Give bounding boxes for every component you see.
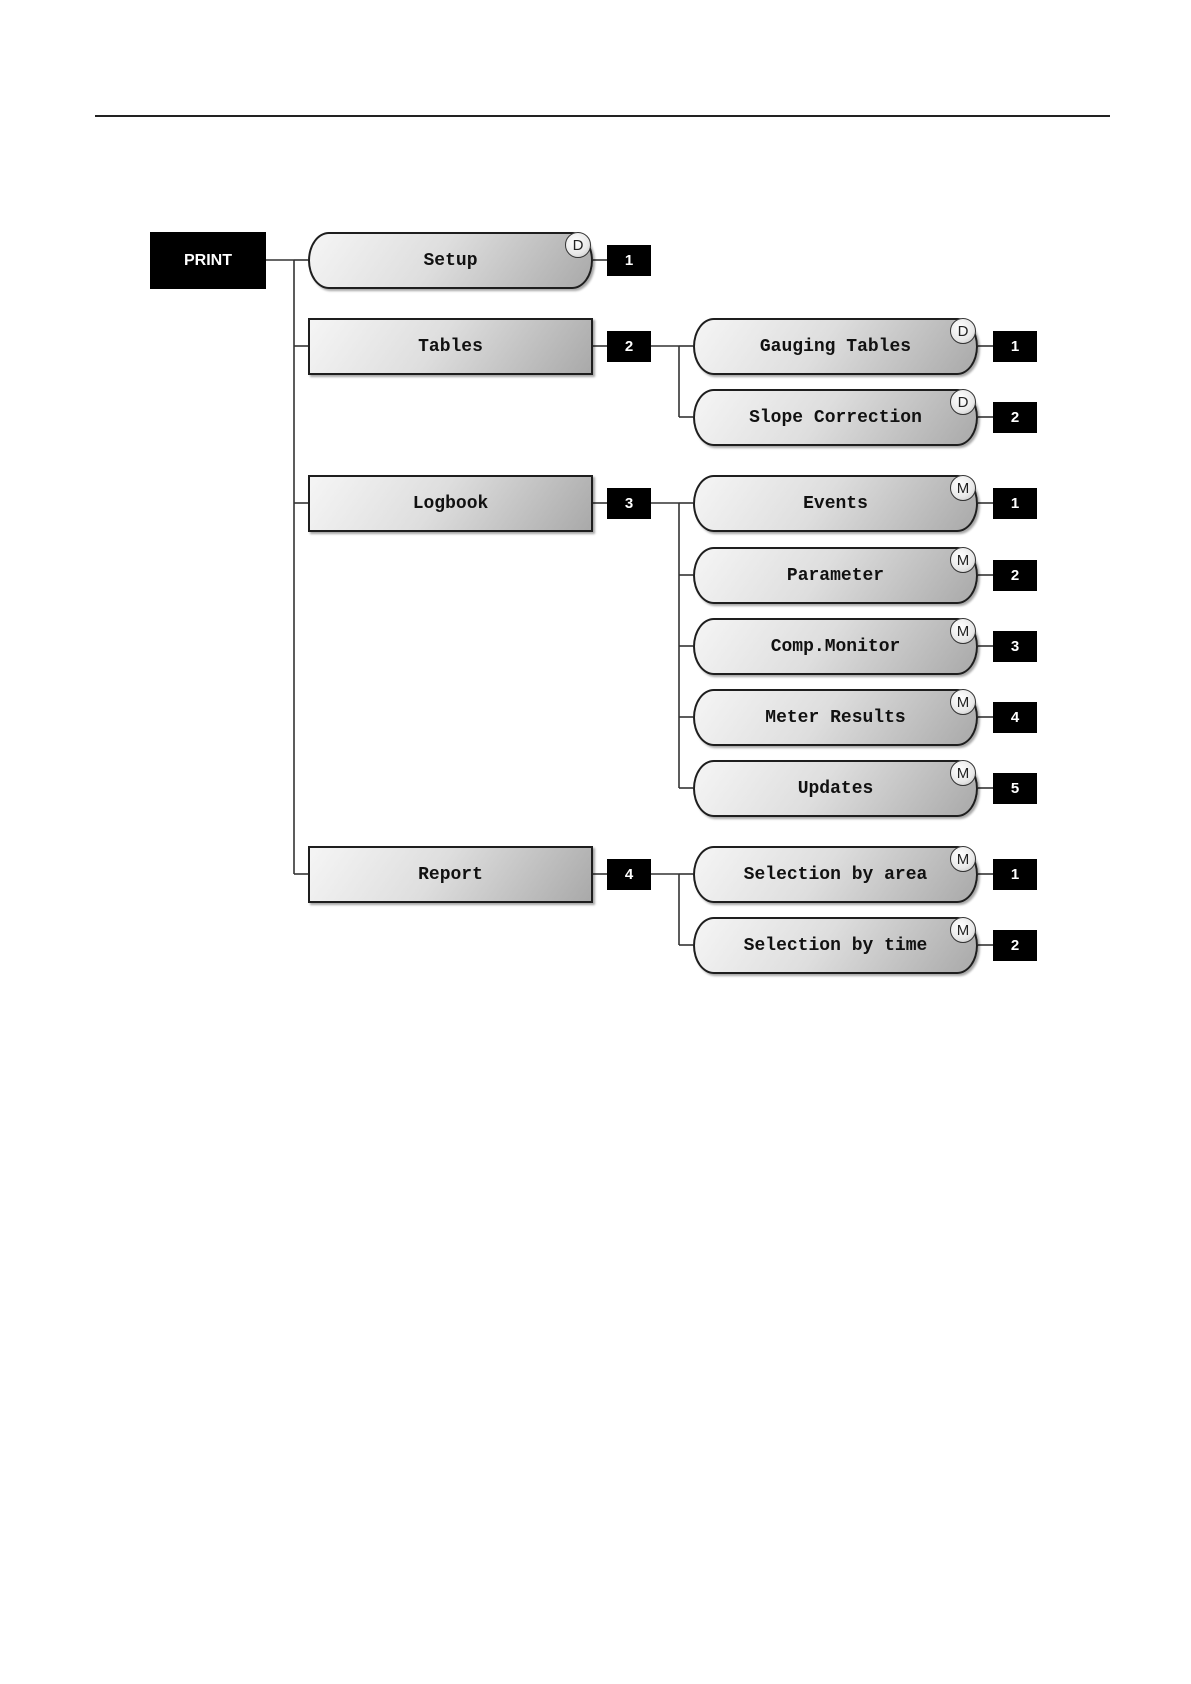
number-selection-by-time: 2 xyxy=(993,930,1037,961)
node-label: Slope Correction xyxy=(749,408,922,428)
node-label: Report xyxy=(418,865,483,885)
number-events: 1 xyxy=(993,488,1037,519)
node-events[interactable]: Events xyxy=(693,475,978,532)
node-selection-by-time[interactable]: Selection by time xyxy=(693,917,978,974)
node-parameter[interactable]: Parameter xyxy=(693,547,978,604)
badge-d-icon: D xyxy=(565,232,591,258)
badge-m-icon: M xyxy=(950,846,976,872)
node-setup[interactable]: Setup xyxy=(308,232,593,289)
node-meter-results[interactable]: Meter Results xyxy=(693,689,978,746)
node-label: Meter Results xyxy=(765,708,905,728)
node-selection-by-area[interactable]: Selection by area xyxy=(693,846,978,903)
node-slope-correction[interactable]: Slope Correction xyxy=(693,389,978,446)
node-label: Updates xyxy=(798,779,874,799)
number-comp-monitor: 3 xyxy=(993,631,1037,662)
badge-m-icon: M xyxy=(950,689,976,715)
number-tables: 2 xyxy=(607,331,651,362)
root-print: PRINT xyxy=(150,232,266,289)
number-setup: 1 xyxy=(607,245,651,276)
badge-m-icon: M xyxy=(950,475,976,501)
node-label: Comp.Monitor xyxy=(771,637,901,657)
badge-m-icon: M xyxy=(950,760,976,786)
node-logbook[interactable]: Logbook xyxy=(308,475,593,532)
node-label: Logbook xyxy=(413,494,489,514)
number-meter-results: 4 xyxy=(993,702,1037,733)
node-label: Tables xyxy=(418,337,483,357)
badge-d-icon: D xyxy=(950,318,976,344)
number-selection-by-area: 1 xyxy=(993,859,1037,890)
badge-d-icon: D xyxy=(950,389,976,415)
node-label: Setup xyxy=(423,251,477,271)
node-label: Selection by time xyxy=(744,936,928,956)
number-slope-correction: 2 xyxy=(993,402,1037,433)
number-logbook: 3 xyxy=(607,488,651,519)
node-label: Gauging Tables xyxy=(760,337,911,357)
node-label: Events xyxy=(803,494,868,514)
badge-m-icon: M xyxy=(950,917,976,943)
node-tables[interactable]: Tables xyxy=(308,318,593,375)
node-gauging-tables[interactable]: Gauging Tables xyxy=(693,318,978,375)
root-label: PRINT xyxy=(184,252,232,270)
number-gauging-tables: 1 xyxy=(993,331,1037,362)
number-parameter: 2 xyxy=(993,560,1037,591)
node-label: Selection by area xyxy=(744,865,928,885)
badge-m-icon: M xyxy=(950,547,976,573)
number-report: 4 xyxy=(607,859,651,890)
node-updates[interactable]: Updates xyxy=(693,760,978,817)
number-updates: 5 xyxy=(993,773,1037,804)
node-report[interactable]: Report xyxy=(308,846,593,903)
node-label: Parameter xyxy=(787,566,884,586)
badge-m-icon: M xyxy=(950,618,976,644)
node-comp-monitor[interactable]: Comp.Monitor xyxy=(693,618,978,675)
